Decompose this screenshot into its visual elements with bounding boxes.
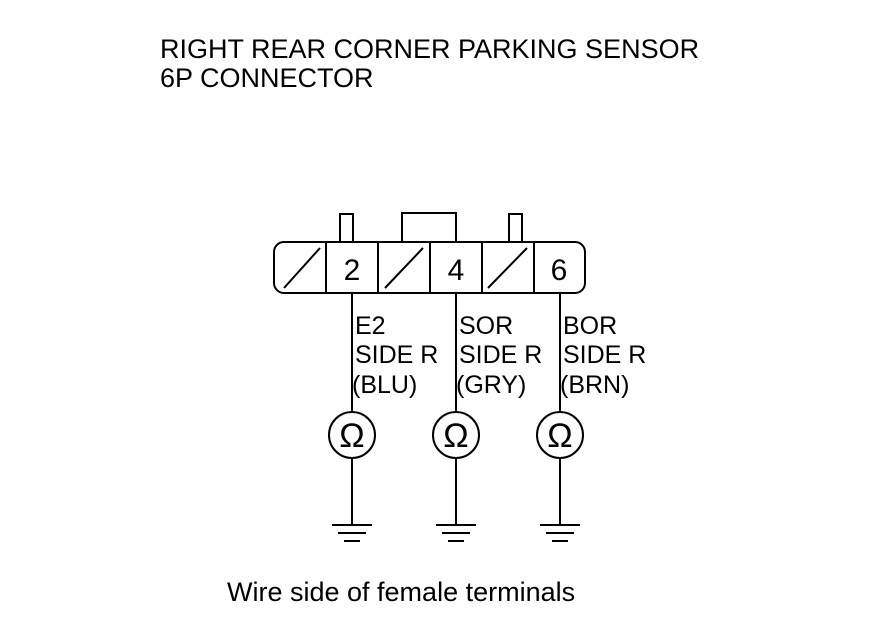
wire-pin-4: SOR SIDE R (GRY) Ω: [432, 293, 542, 542]
cavity-1-unused: [283, 247, 321, 289]
ohm-symbol: Ω: [547, 417, 572, 455]
wire-color: (BRN): [560, 371, 629, 399]
wire-color: (BLU): [352, 371, 417, 399]
connector-tab-right: [508, 213, 523, 242]
connector-tab-left: [339, 213, 354, 242]
ground-icon: [540, 524, 580, 542]
diagram-title-line2: 6P CONNECTOR: [160, 63, 374, 93]
signal-side: SIDE R: [459, 341, 542, 369]
connector-6p: 2 4 6: [273, 212, 586, 294]
pin-label-6: 6: [551, 254, 568, 287]
signal-name: BOR: [563, 312, 617, 340]
cavity-5-unused: [487, 247, 528, 289]
signal-side: SIDE R: [355, 341, 438, 369]
cavity-3-unused: [384, 247, 424, 289]
wire-color: (GRY): [456, 371, 526, 399]
signal-side: SIDE R: [563, 341, 646, 369]
ohm-symbol: Ω: [443, 417, 468, 455]
signal-name: E2: [355, 312, 386, 340]
ground-icon: [332, 524, 372, 542]
pin-label-4: 4: [448, 254, 465, 287]
diagram-title-line1: RIGHT REAR CORNER PARKING SENSOR: [160, 34, 699, 64]
pin-label-2: 2: [344, 254, 361, 287]
wire-pin-2: E2 SIDE R (BLU) Ω: [328, 293, 438, 542]
ohm-symbol: Ω: [339, 417, 364, 455]
ground-icon: [436, 524, 476, 542]
connector-tab-center: [401, 212, 457, 242]
diagram-footer: Wire side of female terminals: [227, 577, 575, 607]
wire-pin-6: BOR SIDE R (BRN) Ω: [536, 293, 646, 542]
signal-name: SOR: [459, 312, 513, 340]
